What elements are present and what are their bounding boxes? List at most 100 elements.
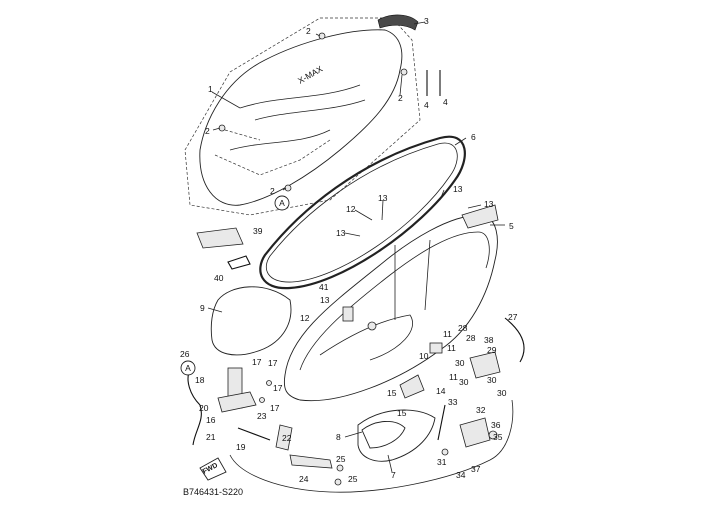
seat-contour-3 (229, 129, 331, 151)
ref-circle-a1 (274, 195, 290, 211)
callout-36: 36 (491, 420, 501, 430)
callout-6: 6 (471, 132, 476, 142)
arm-24 (289, 454, 333, 469)
callout-18: 18 (195, 375, 205, 385)
leader-lines (207, 21, 505, 473)
callout-A1: A (279, 198, 285, 208)
callout-2: 2 (205, 126, 210, 136)
callout-10: 10 (419, 351, 429, 361)
diagram-reference-code: B746431-S220 (183, 487, 243, 497)
seat-assembly: X-MAX (184, 14, 441, 216)
luggage-box-wall (394, 239, 431, 320)
screw-31 (441, 448, 449, 456)
wire-harness (229, 399, 514, 493)
callout-A2: A (185, 363, 191, 373)
callout-12: 12 (300, 313, 310, 323)
callout-2: 2 (398, 93, 403, 103)
seat-seal-6 (259, 135, 466, 290)
hook-14 (399, 374, 425, 399)
callout-17: 17 (252, 357, 262, 367)
callout-38: 38 (484, 335, 494, 345)
callout-12: 12 (346, 204, 356, 214)
lever-29 (469, 351, 501, 379)
callout-16: 16 (206, 415, 216, 425)
bolt-17b (259, 397, 265, 403)
callout-33: 33 (448, 397, 458, 407)
seat-contour-2 (254, 99, 366, 121)
callout-2: 2 (270, 186, 275, 196)
luggage-box-drain (367, 321, 377, 331)
callout-11: 11 (443, 329, 452, 339)
callout-13: 13 (378, 193, 388, 203)
callout-41: 41 (319, 282, 329, 292)
screw-35 (488, 430, 498, 440)
callout-30: 30 (497, 388, 507, 398)
callout-20: 20 (199, 403, 209, 413)
callout-37: 37 (471, 464, 481, 474)
callout-30: 30 (455, 358, 465, 368)
callout-30: 30 (459, 377, 469, 387)
callout-13: 13 (320, 295, 330, 305)
seat-underside-dashes (214, 129, 331, 176)
bolt-25a (336, 464, 344, 472)
seal-inner (266, 142, 458, 283)
seal-outer (259, 135, 466, 290)
seat-group-boundary (184, 17, 421, 216)
callout-34: 34 (456, 470, 466, 480)
callout-22: 22 (282, 433, 292, 443)
callout-40: 40 (214, 273, 224, 283)
callout-26: 26 (180, 349, 190, 359)
seat-bolt-2c (284, 184, 292, 192)
callout-15: 15 (387, 388, 397, 398)
bracket-16 (217, 391, 257, 413)
callout-27: 27 (508, 312, 518, 322)
callout-9: 9 (200, 303, 205, 313)
callout-29: 29 (487, 345, 497, 355)
luggage-box-label-41 (342, 306, 354, 322)
lock-32 (459, 417, 491, 448)
callout-17: 17 (268, 358, 278, 368)
bolt-25b (334, 478, 342, 486)
seat-trim-piece (377, 14, 419, 31)
callout-13: 13 (336, 228, 346, 238)
callout-15: 15 (397, 408, 407, 418)
callout-35: 35 (493, 432, 503, 442)
panel-8 (361, 421, 406, 449)
band-40 (227, 255, 251, 270)
fwd-arrow-shape (199, 457, 227, 481)
seat-contour-1 (239, 84, 361, 109)
callout-28: 28 (458, 323, 468, 333)
callout-14: 14 (436, 386, 446, 396)
lock-group (399, 317, 525, 456)
callout-39: 39 (253, 226, 263, 236)
tool-mat-39 (196, 227, 244, 249)
callout-24: 24 (299, 474, 309, 484)
ref-circle-a2 (180, 360, 196, 376)
callout-13: 13 (484, 199, 494, 209)
callout-31: 31 (437, 457, 447, 467)
callout-25: 25 (348, 474, 358, 484)
callout-8: 8 (336, 432, 341, 442)
callout-23: 23 (257, 411, 267, 421)
cable-27 (504, 317, 525, 363)
luggage-box-latch (461, 204, 499, 229)
callout-32: 32 (476, 405, 486, 415)
rod-33 (437, 404, 446, 441)
callout-4: 4 (424, 100, 429, 110)
callout-28: 28 (466, 333, 476, 343)
luggage-box-5 (283, 204, 499, 402)
bracket-10 (429, 342, 443, 354)
callout-7: 7 (391, 470, 396, 480)
hinge-bracket-group (187, 367, 344, 486)
callout-1: 1 (208, 84, 213, 94)
callout-11: 11 (447, 343, 456, 353)
luggage-box-floor (319, 314, 413, 361)
rod-19 (237, 427, 271, 441)
gas-strut-22 (275, 424, 293, 451)
callout-21: 21 (206, 432, 216, 442)
callout-30: 30 (487, 375, 497, 385)
seat-outline (199, 29, 403, 206)
callout-4: 4 (443, 97, 448, 107)
callout-11: 11 (449, 372, 458, 382)
